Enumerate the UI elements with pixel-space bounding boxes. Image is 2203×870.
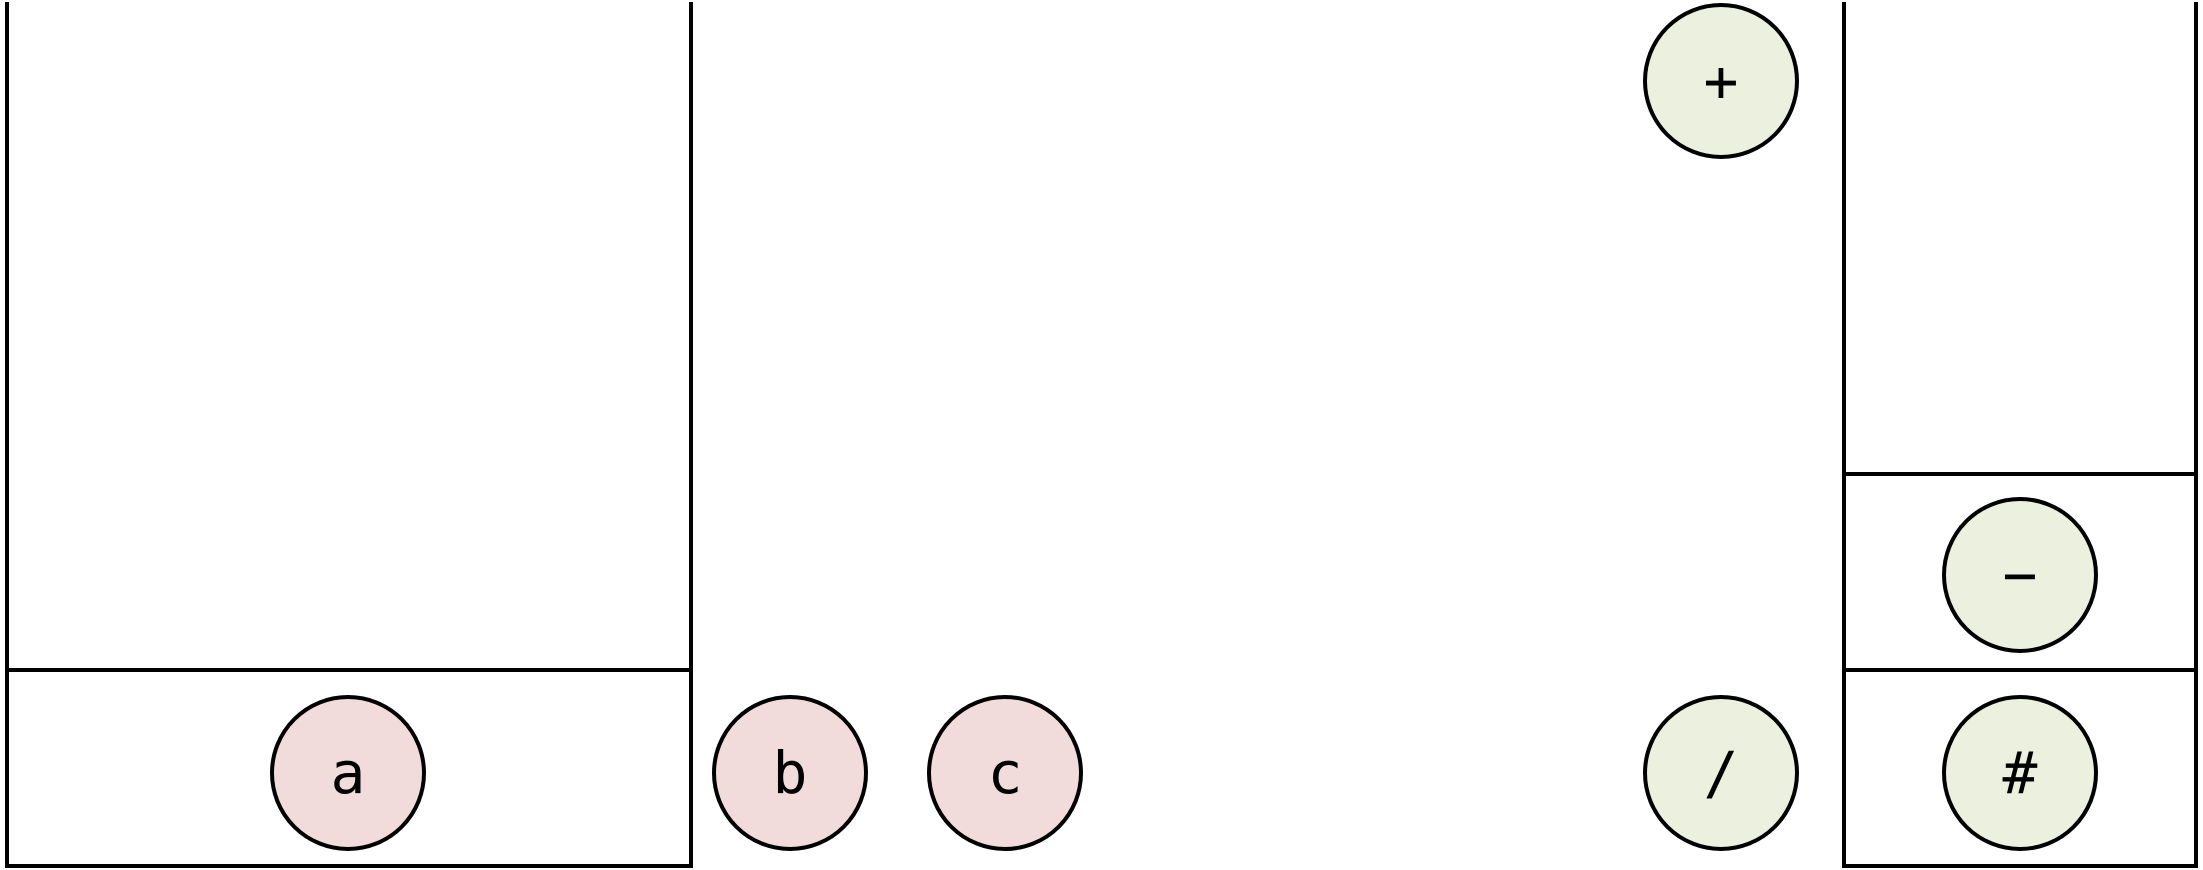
node-label: + [1704, 47, 1739, 115]
node-circle [1942, 497, 2098, 653]
node-circle [1643, 3, 1799, 159]
right-stack [1842, 2, 2198, 868]
left-stack [5, 2, 693, 868]
node-label: c [988, 739, 1023, 807]
operator-node-plus: + [1643, 3, 1799, 159]
node-circle [712, 695, 868, 851]
node-circle [927, 695, 1083, 851]
node-circle [270, 695, 426, 851]
operator-node-slash: / [1643, 695, 1799, 851]
node-circle [1942, 695, 2098, 851]
node-label: − [2003, 541, 2038, 609]
node-circle [1643, 695, 1799, 851]
stack-node-a: a [270, 695, 426, 851]
stack-node-minus: − [1942, 497, 2098, 653]
node-label: b [773, 739, 808, 807]
node-label: / [1704, 739, 1739, 807]
node-label: # [2003, 739, 2038, 807]
queue-node-c: c [927, 695, 1083, 851]
queue-node-b: b [712, 695, 868, 851]
stack-node-hash: # [1942, 695, 2098, 851]
node-label: a [331, 739, 366, 807]
